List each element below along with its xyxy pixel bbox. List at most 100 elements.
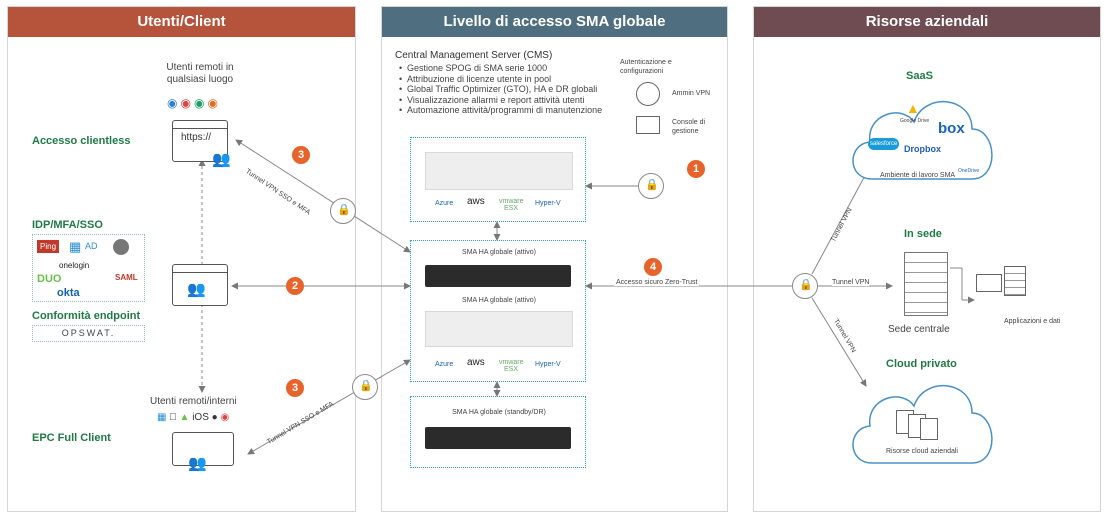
linux-icon: ● (212, 412, 218, 423)
opswat-logo: OPSWAT. (61, 328, 116, 338)
tunnel-label-right-mid: Tunnel VPN (832, 279, 870, 286)
windows-logo: ▦ (69, 239, 82, 254)
zero-trust-label: Accesso sicuro Zero-Trust (614, 279, 700, 286)
apple-icon:  (169, 412, 177, 423)
right-line-up (811, 169, 869, 275)
user-group-icon-2: 👥 (187, 281, 206, 298)
windows-icon: ▦ (157, 412, 167, 423)
step-badge-2: 2 (286, 277, 304, 295)
ha-active-label-2: SMA HA globale (attivo) (462, 297, 536, 304)
chrome-os-icon: ◉ (220, 412, 229, 423)
ha-appliance-2 (425, 311, 573, 347)
onelogin-logo: onelogin (59, 261, 90, 270)
private-cloud-label: Cloud privato (886, 358, 957, 370)
step-badge-3-top: 3 (292, 146, 310, 164)
idp-label: IDP/MFA/SSO (32, 219, 103, 231)
box-logo: box (938, 120, 965, 137)
step-badge-1: 1 (687, 160, 705, 178)
cms-item: Attribuzione di licenze utente in pool (399, 74, 602, 85)
browser-window-icon-2 (172, 264, 228, 306)
users-column: Utenti/Client (7, 6, 356, 512)
users-column-title: Utenti/Client (8, 7, 355, 37)
server-rack-icon (904, 252, 948, 316)
firefox-icon: ◉ (207, 96, 221, 110)
endpoint-label: Conformità endpoint (32, 310, 141, 322)
android-icon: ▲ (180, 412, 190, 423)
ha-active-box: SMA HA globale (attivo) SMA HA globale (… (410, 240, 586, 382)
vmware-logo: vmware ESX (499, 359, 524, 373)
ha-standby-label: SMA HA globale (standby/DR) (452, 409, 546, 416)
ha-appliance-1 (425, 265, 571, 287)
ios-label: iOS (181, 412, 209, 423)
private-cloud-caption: Risorse cloud aziendali (886, 448, 958, 455)
hyperv-logo: Hyper-V (535, 200, 561, 207)
lock-icon-admin (638, 173, 664, 199)
aws-logo: aws (467, 196, 485, 207)
remote-users-label: Utenti remoti in qualsiasi luogo (166, 62, 234, 85)
step-badge-4: 4 (644, 258, 662, 276)
admin-vpn-label: Ammin VPN (672, 90, 711, 97)
cms-item: Gestione SPOG di SMA serie 1000 (399, 63, 602, 74)
onedrive-logo: OneDrive (958, 168, 980, 174)
aws-logo: aws (467, 357, 485, 368)
cms-box: Azure aws vmware ESX Hyper-V (410, 137, 586, 222)
right-line-down (811, 297, 867, 387)
admin-user-icon (636, 82, 660, 106)
cms-item: Automazione attività/programmi di manute… (399, 105, 602, 116)
saml-logo: SAML (115, 273, 138, 282)
documents-icon (896, 410, 938, 440)
saas-label: SaaS (906, 70, 933, 82)
idp-logo-box: Ping ▦ AD onelogin DUO SAML okta (32, 234, 145, 302)
lock-icon-bottom (352, 374, 378, 400)
vmware-logo: vmware ESX (499, 198, 524, 212)
opswat-box: OPSWAT. (32, 325, 145, 342)
onprem-label: In sede (904, 228, 942, 240)
cms-item: Global Traffic Optimizer (GTO), HA e DR … (399, 84, 602, 95)
tunnel-line-top (235, 139, 411, 253)
okta-logo: okta (57, 287, 80, 299)
clientless-label: Accesso clientless (32, 135, 131, 147)
google-drive-logo: ▲ (906, 100, 920, 116)
os-icons: ▦  ▲ iOS ● ◉ (157, 412, 229, 423)
user-group-icon: 👥 (212, 151, 231, 168)
internal-users-label: Utenti remoti/interni (150, 396, 237, 407)
apps-data-icon (976, 266, 1030, 306)
tunnel-line-bottom (247, 359, 411, 455)
generic-idp-icon (113, 239, 129, 255)
hq-label: Sede centrale (888, 324, 950, 335)
apps-label: Applicazioni e dati (1004, 318, 1061, 325)
lock-icon-right (792, 273, 818, 299)
browser-window-icon: https:// (172, 120, 228, 162)
google-drive-label: Google Drive (900, 118, 930, 124)
lock-icon-top (330, 198, 356, 224)
saas-caption: Ambiente di lavoro SMA (880, 172, 956, 179)
chrome-icon: ◉ (180, 96, 194, 110)
salesforce-logo: salesforce (868, 138, 900, 150)
ha-active-label-1: SMA HA globale (attivo) (462, 249, 536, 256)
browser-icons: ◉◉◉◉ (167, 96, 221, 110)
console-label: Console di gestione (672, 119, 706, 135)
sma-column-title: Livello di accesso SMA globale (382, 7, 727, 37)
epc-label: EPC Full Client (32, 432, 111, 444)
saas-cloud (852, 100, 993, 180)
cms-title: Central Management Server (CMS) (395, 50, 553, 61)
cms-appliance (425, 152, 573, 190)
ad-logo: AD (85, 241, 98, 251)
safari-icon: ◉ (167, 96, 181, 110)
cms-list: Gestione SPOG di SMA serie 1000 Attribuz… (395, 63, 602, 116)
edge-icon: ◉ (193, 96, 208, 110)
step-badge-3-bottom: 3 (286, 379, 304, 397)
ping-logo: Ping (37, 240, 60, 253)
browser-url: https:// (181, 132, 212, 143)
azure-logo: Azure (435, 361, 454, 368)
ha-standby-box: SMA HA globale (standby/DR) (410, 396, 586, 468)
azure-logo: Azure (435, 200, 454, 207)
hyperv-logo: Hyper-V (535, 361, 561, 368)
ha-appliance-standby (425, 427, 571, 449)
cms-item: Visualizzazione allarmi e report attivit… (399, 95, 602, 106)
auth-config-label: Autenticazione e configurazioni (620, 59, 672, 75)
devices-icon (172, 432, 234, 466)
duo-logo: DUO (37, 273, 62, 285)
dropbox-logo: Dropbox (904, 144, 941, 154)
user-group-icon-3: 👥 (188, 455, 207, 472)
